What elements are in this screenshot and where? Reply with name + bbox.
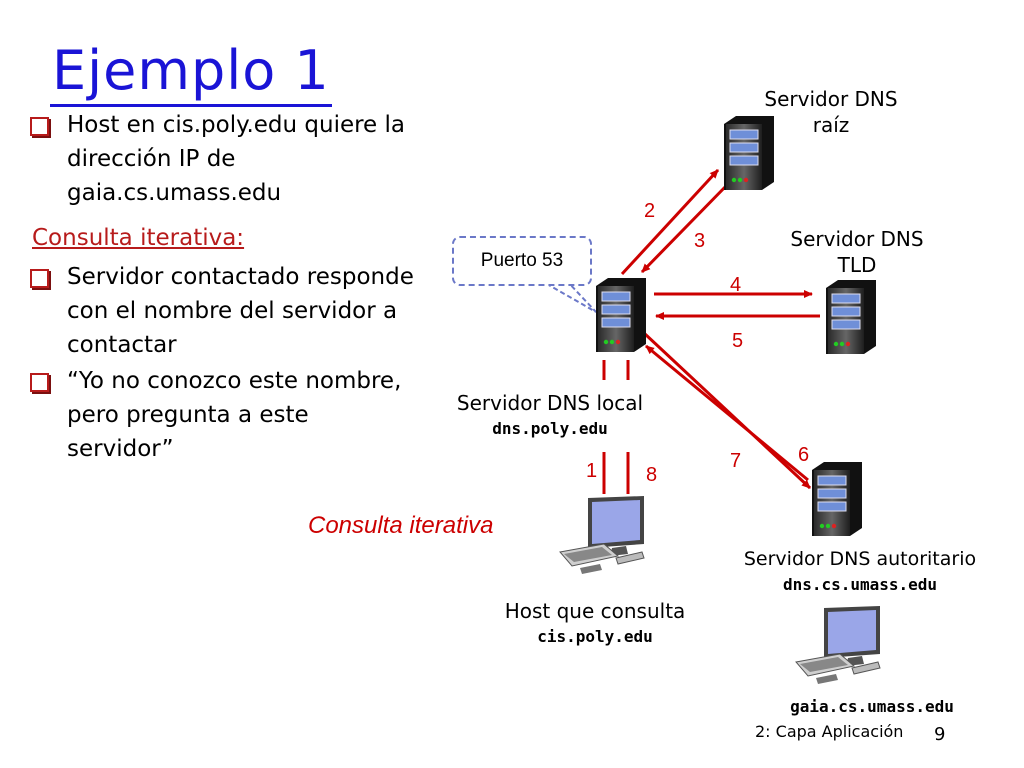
bullet-box-icon — [30, 269, 49, 288]
root-server-subtitle: raíz — [812, 113, 850, 137]
gaia-hostname: gaia.cs.umass.edu — [790, 697, 954, 716]
page-number: 9 — [934, 724, 946, 745]
bullet-text: “Yo no conozco este nombre, pero pregunt… — [67, 368, 402, 462]
server-icon — [812, 462, 862, 536]
tld-server-label: Servidor DNS TLD — [762, 226, 952, 278]
auth-server-hostname: dns.cs.umass.edu — [782, 575, 938, 594]
port-callout: Puerto 53 — [452, 236, 592, 286]
bullet-box-icon — [30, 117, 49, 136]
step-3-label: 3 — [694, 230, 706, 252]
local-server-title: Servidor DNS local — [456, 391, 644, 415]
step-2-label: 2 — [644, 200, 656, 222]
tld-server-title: Servidor DNS — [790, 227, 924, 251]
arrow-step-7 — [645, 344, 809, 482]
slide-footer: 2: Capa Aplicación — [755, 722, 904, 741]
step-1-label: 1 — [586, 460, 598, 482]
step-7-label: 7 — [730, 450, 742, 472]
server-icon — [826, 280, 876, 354]
slide-title: Ejemplo 1 — [50, 38, 332, 107]
local-server-label: Servidor DNS local dns.poly.edu — [420, 390, 680, 442]
bullet-item: Host en cis.poly.edu quiere la dirección… — [22, 108, 422, 210]
bullet-text: Servidor contactado responde con el nomb… — [67, 264, 414, 358]
tld-server-subtitle: TLD — [837, 253, 877, 277]
subheading: Consulta iterativa: — [32, 225, 245, 251]
root-server-title: Servidor DNS — [764, 87, 898, 111]
bullet-list: Host en cis.poly.edu quiere la dirección… — [22, 108, 422, 468]
step-4-label: 4 — [730, 274, 742, 296]
arrow-step-3 — [640, 182, 730, 274]
arrow-step-2 — [620, 168, 720, 276]
step-5-label: 5 — [732, 330, 744, 352]
step-6-label: 6 — [798, 444, 810, 466]
arrow-step-6 — [643, 332, 812, 490]
local-server-hostname: dns.poly.edu — [492, 419, 608, 438]
desktop-computer-icon — [795, 606, 881, 684]
server-icon — [596, 278, 646, 352]
bullet-box-icon — [30, 373, 49, 392]
bullet-item: “Yo no conozco este nombre, pero pregunt… — [22, 364, 422, 466]
bullet-text: Host en cis.poly.edu quiere la dirección… — [67, 112, 406, 206]
step-8-label: 8 — [646, 464, 658, 486]
desktop-computer-icon — [559, 496, 645, 574]
bullet-item: Servidor contactado responde con el nomb… — [22, 260, 422, 362]
server-icon — [724, 116, 774, 190]
root-server-label: Servidor DNS raíz — [736, 86, 926, 138]
auth-server-label: Servidor DNS autoritario dns.cs.umass.ed… — [710, 546, 1010, 598]
host-hostname: cis.poly.edu — [537, 627, 653, 646]
iterative-query-label: Consulta iterativa — [308, 512, 494, 539]
host-label: Host que consulta cis.poly.edu — [470, 598, 720, 650]
host-title: Host que consulta — [504, 599, 686, 623]
auth-server-title: Servidor DNS autoritario — [743, 548, 977, 570]
